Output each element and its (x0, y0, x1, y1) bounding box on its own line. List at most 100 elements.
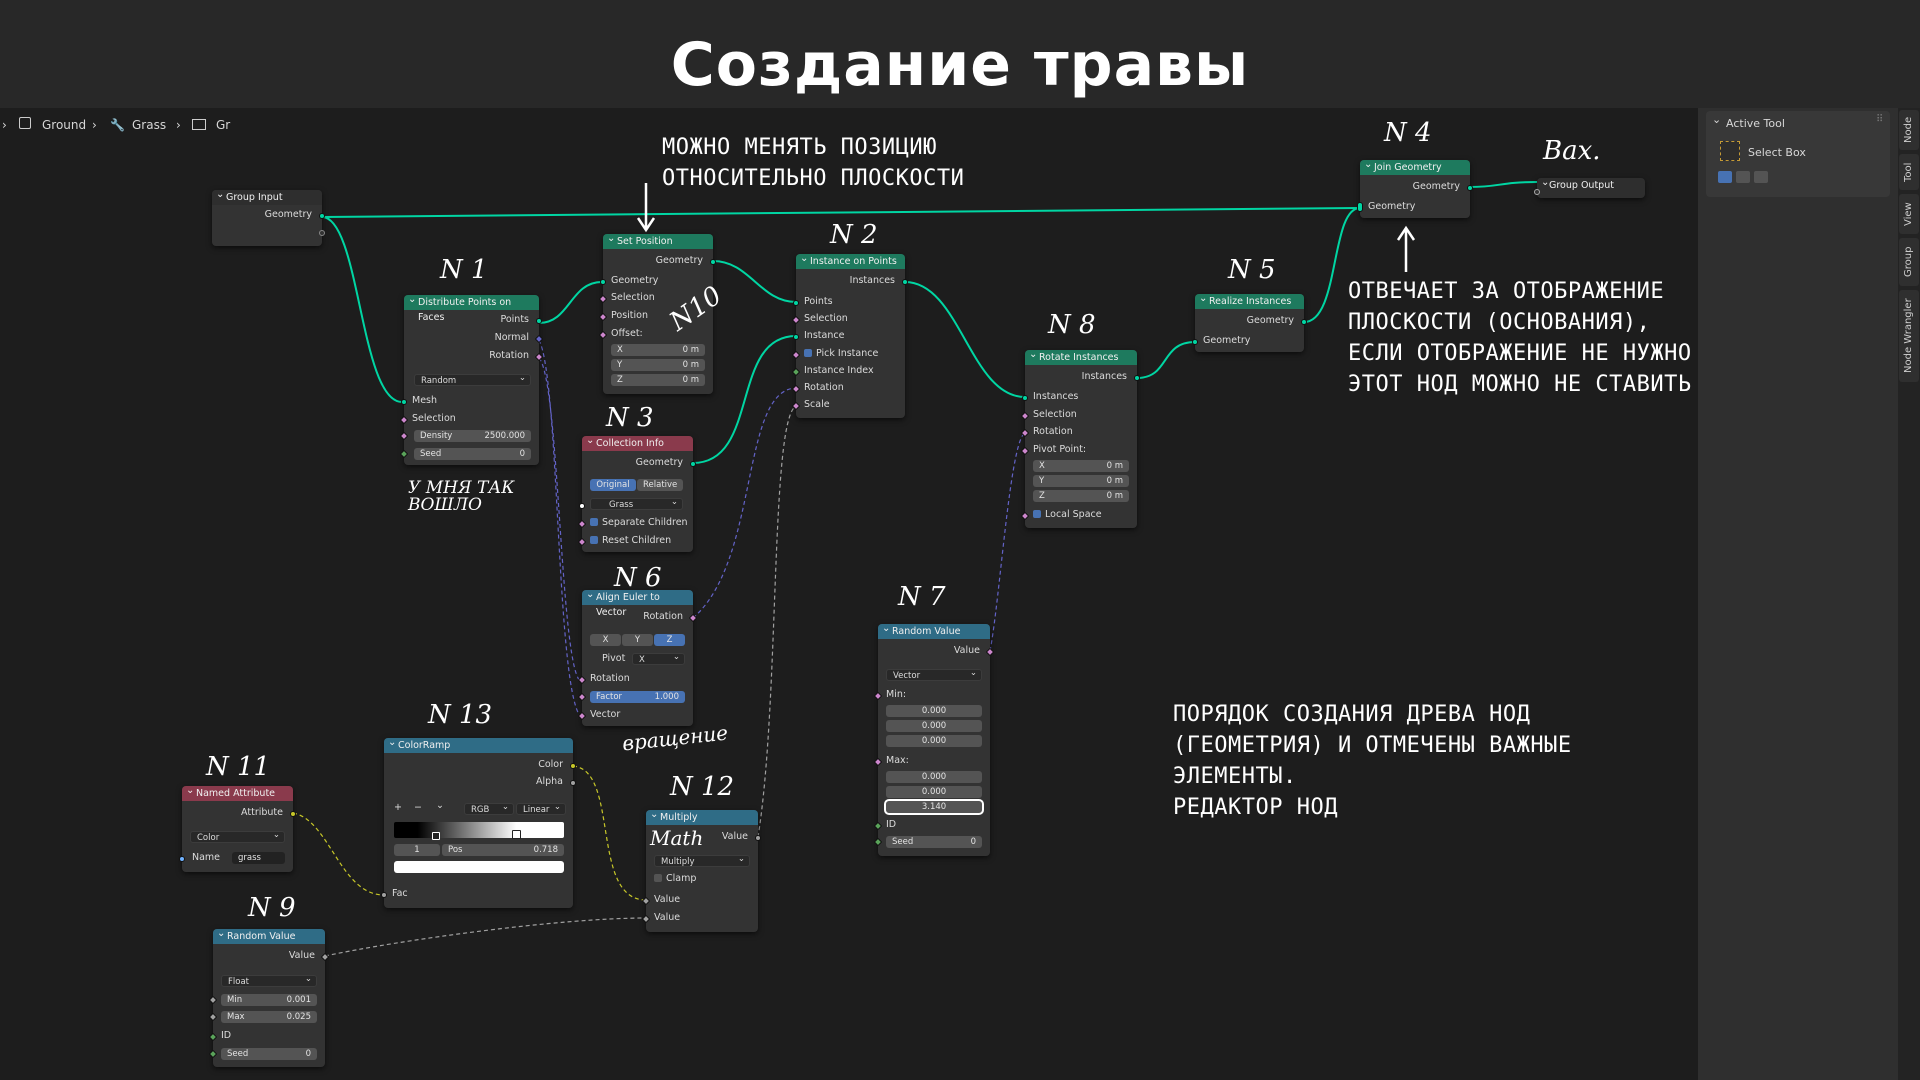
socket-name[interactable] (179, 856, 185, 862)
type-select[interactable]: Float (221, 973, 317, 987)
node-header[interactable]: Align Euler to Vector (582, 587, 693, 618)
tab-node[interactable]: Node (1899, 110, 1919, 150)
node-header[interactable]: Instance on Points (796, 251, 905, 269)
tab-tool[interactable]: Tool (1899, 154, 1919, 190)
name-field[interactable]: grass (232, 852, 285, 864)
node-random-value-vector[interactable]: Random Value Value Vector Min: 0.000 0.0… (873, 621, 995, 856)
socket-geometry-out[interactable] (690, 461, 696, 467)
socket-attribute-out[interactable] (290, 811, 296, 817)
max-x-field[interactable]: 0.000 (886, 771, 982, 783)
node-group-output[interactable]: Group Output (1534, 175, 1645, 198)
original-toggle[interactable]: Original (590, 479, 636, 491)
socket-instance[interactable] (793, 334, 799, 340)
socket-geometry-in[interactable] (1192, 339, 1198, 345)
max-z-field[interactable]: 3.140 (884, 799, 984, 815)
socket-instances-out[interactable] (902, 279, 908, 285)
socket-alpha-out[interactable] (570, 780, 576, 786)
node-distribute-points[interactable]: Distribute Points on Faces Points Normal… (399, 292, 544, 465)
plus-icon[interactable]: + (394, 802, 402, 813)
breadcrumb-gr[interactable]: Gr (216, 118, 231, 132)
chevron-down-icon[interactable]: ⌄ (1712, 113, 1722, 126)
socket-geometry-in[interactable] (1357, 202, 1363, 212)
minus-icon[interactable]: − (414, 802, 422, 813)
reset-children-row[interactable]: Reset Children (582, 534, 693, 548)
min-y-field[interactable]: 0.000 (886, 720, 982, 732)
node-group-input[interactable]: Group Input Geometry (212, 187, 325, 246)
node-realize-instances[interactable]: Realize Instances Geometry Geometry (1192, 291, 1307, 352)
relative-toggle[interactable]: Relative (637, 479, 683, 491)
node-multiply[interactable]: Multiply Value Multiply Clamp Value Valu… (641, 807, 761, 932)
axis-y-toggle[interactable]: Y (622, 634, 653, 646)
pivot-select[interactable]: X (632, 651, 685, 665)
checkbox-checked-icon[interactable] (1033, 509, 1041, 518)
node-header[interactable]: ColorRamp (384, 735, 573, 753)
socket-empty[interactable] (1534, 189, 1540, 195)
node-header[interactable]: Rotate Instances (1025, 347, 1137, 365)
ramp-stop-white[interactable] (512, 830, 521, 839)
node-colorramp[interactable]: ColorRamp Color Alpha + − ⌄ RGB Linear 1… (381, 735, 576, 908)
node-header[interactable]: Set Position (603, 231, 713, 249)
node-header[interactable]: Random Value (878, 621, 990, 639)
socket-points[interactable] (793, 300, 799, 306)
node-header[interactable]: Collection Info (582, 433, 693, 451)
checkbox-unchecked-icon[interactable] (654, 873, 662, 882)
socket-geometry-out[interactable] (710, 259, 716, 265)
pick-instance-row[interactable]: Pick Instance (796, 347, 905, 361)
socket-collection[interactable] (579, 503, 585, 509)
socket-fac[interactable] (381, 892, 387, 898)
axis-z-toggle[interactable]: Z (654, 634, 685, 646)
stop-color-swatch[interactable] (394, 861, 564, 873)
max-y-field[interactable]: 0.000 (886, 786, 982, 798)
mode-extend-icon[interactable] (1736, 171, 1750, 183)
interpolation-select[interactable]: Linear (516, 801, 566, 815)
node-header[interactable]: Named Attribute (182, 783, 293, 801)
checkbox-checked-icon[interactable] (590, 535, 598, 544)
data-type-select[interactable]: Color (190, 829, 285, 843)
ramp-stop-black[interactable] (432, 832, 440, 840)
socket-points[interactable] (536, 318, 542, 324)
distribute-mode-select[interactable]: Random (414, 372, 531, 386)
node-collection-info[interactable]: Collection Info Geometry Original Relati… (577, 433, 696, 552)
mode-new-icon[interactable] (1718, 171, 1732, 183)
checkbox-checked-icon[interactable] (804, 348, 812, 357)
socket-instances-out[interactable] (1134, 375, 1140, 381)
operation-select[interactable]: Multiply (654, 853, 750, 867)
drag-handle-icon[interactable]: ⠿ (1876, 114, 1884, 125)
tab-node-wrangler[interactable]: Node Wrangler (1899, 290, 1919, 382)
clamp-row[interactable]: Clamp (646, 872, 758, 886)
socket-geometry-out[interactable] (1301, 319, 1307, 325)
stop-index-field[interactable]: 1 (394, 844, 440, 856)
select-box-icon[interactable] (1720, 141, 1740, 161)
socket-color-out[interactable] (570, 763, 576, 769)
socket-geometry-out[interactable] (319, 213, 325, 219)
socket-instances-in[interactable] (1022, 395, 1028, 401)
node-header[interactable]: Multiply (646, 807, 758, 825)
node-header[interactable]: Distribute Points on Faces (404, 292, 539, 323)
socket-geometry-out[interactable] (1467, 185, 1473, 191)
tab-view[interactable]: View (1899, 194, 1919, 234)
type-select[interactable]: Vector (886, 667, 982, 681)
separate-children-row[interactable]: Separate Children (582, 516, 693, 530)
node-named-attribute[interactable]: Named Attribute Attribute Color Name gra… (179, 783, 296, 872)
node-header[interactable]: Random Value (213, 926, 325, 944)
node-set-position[interactable]: Set Position Geometry Geometry Selection… (598, 231, 716, 394)
color-mode-select[interactable]: RGB (464, 801, 514, 815)
node-header[interactable]: Group Input (212, 187, 322, 205)
min-z-field[interactable]: 0.000 (886, 735, 982, 747)
checkbox-checked-icon[interactable] (590, 517, 598, 526)
node-instance-on-points[interactable]: Instance on Points Instances Points Sele… (791, 251, 908, 418)
color-ramp-gradient[interactable] (394, 822, 564, 838)
node-header[interactable]: Realize Instances (1195, 291, 1304, 309)
